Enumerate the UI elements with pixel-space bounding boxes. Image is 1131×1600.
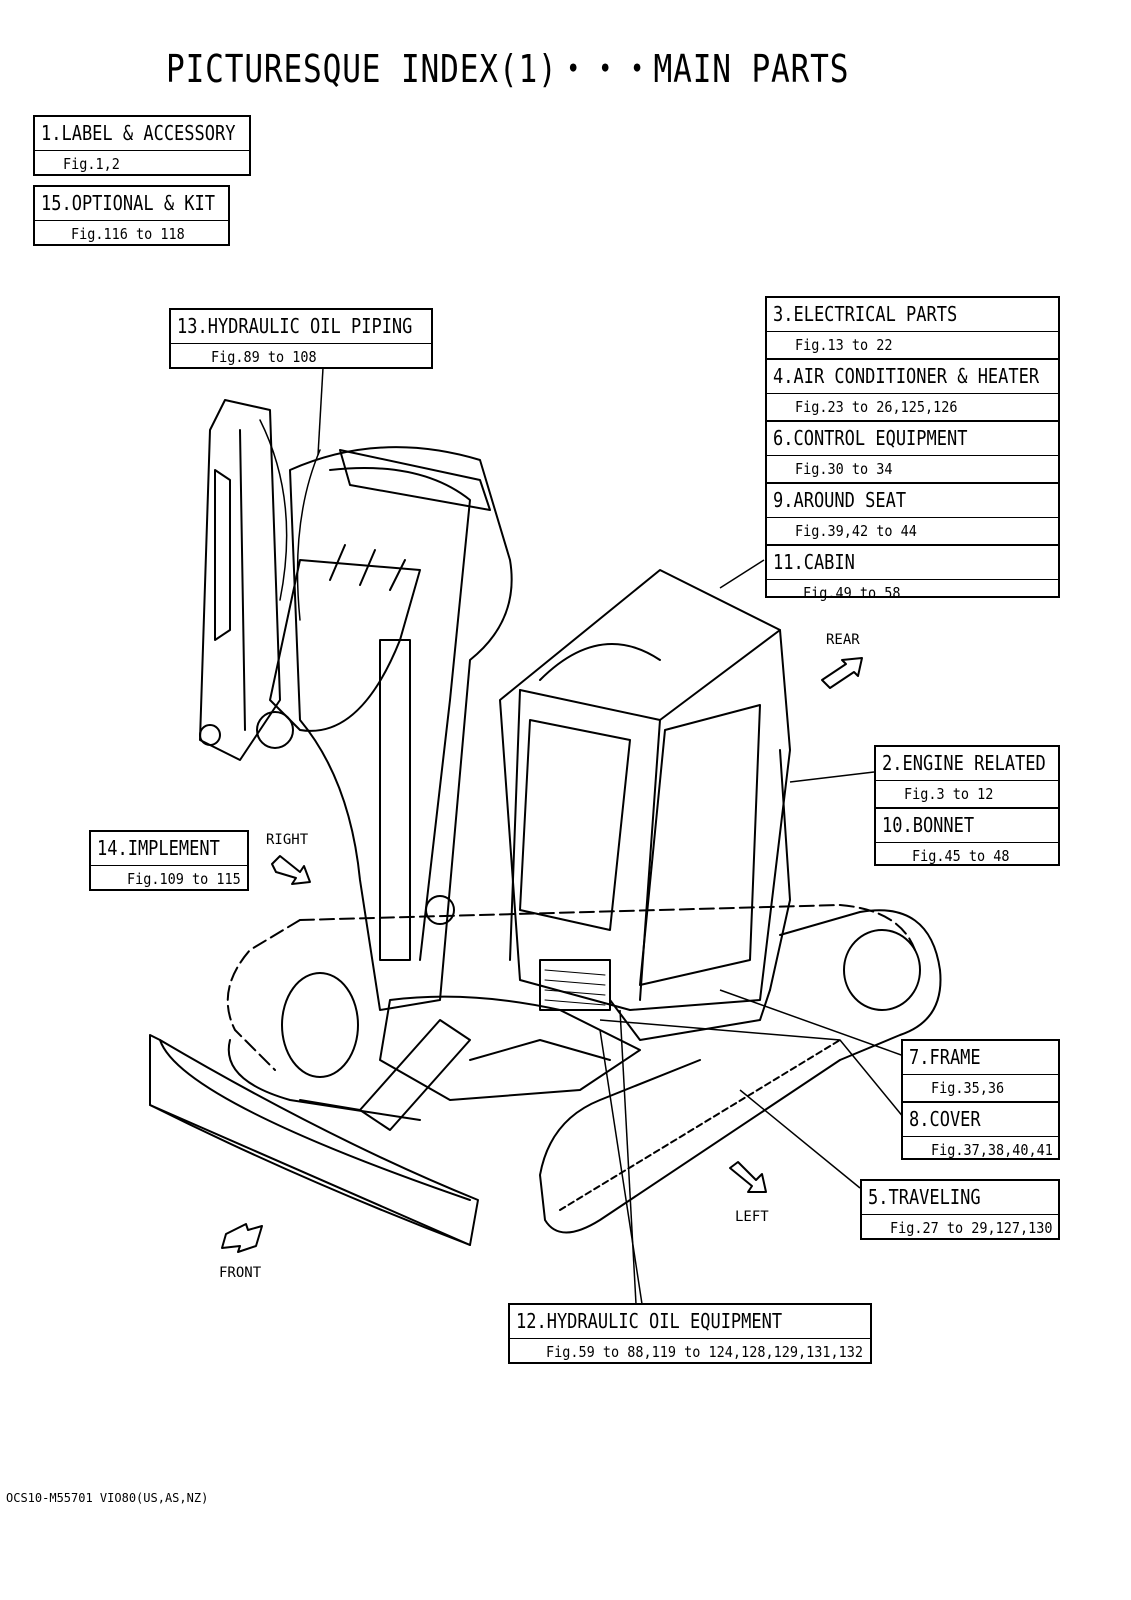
rear-arrow-icon	[821, 657, 863, 689]
engine-related-figs: Fig.3 to 12	[904, 785, 994, 803]
bonnet-entry[interactable]: 10.BONNET Fig.45 to 48	[876, 807, 1058, 869]
bonnet-figs: Fig.45 to 48	[912, 847, 1010, 865]
around-seat-entry[interactable]: 9.AROUND SEAT Fig.39,42 to 44	[767, 482, 1058, 544]
engine-bonnet-group: 2.ENGINE RELATED Fig.3 to 12 10.BONNET F…	[874, 745, 1060, 866]
air-conditioner-figs: Fig.23 to 26,125,126	[795, 398, 958, 416]
hydraulic-oil-piping-title: 13.HYDRAULIC OIL PIPING	[177, 314, 413, 338]
air-conditioner-title: 4.AIR CONDITIONER & HEATER	[773, 364, 1040, 388]
air-conditioner-entry[interactable]: 4.AIR CONDITIONER & HEATER Fig.23 to 26,…	[767, 358, 1058, 420]
frame-entry[interactable]: 7.FRAME Fig.35,36	[903, 1041, 1058, 1101]
traveling-title: 5.TRAVELING	[868, 1185, 981, 1209]
implement-title: 14.IMPLEMENT	[97, 836, 220, 860]
hydraulic-oil-equipment-title: 12.HYDRAULIC OIL EQUIPMENT	[516, 1309, 783, 1333]
hydraulic-oil-piping-figs: Fig.89 to 108	[211, 348, 317, 366]
frame-figs: Fig.35,36	[931, 1079, 1005, 1097]
front-arrow-icon	[221, 1223, 263, 1253]
front-label: FRONT	[219, 1265, 262, 1281]
right-label: RIGHT	[266, 832, 309, 848]
traveling-figs: Fig.27 to 29,127,130	[890, 1219, 1053, 1237]
frame-cover-group: 7.FRAME Fig.35,36 8.COVER Fig.37,38,40,4…	[901, 1039, 1060, 1160]
optional-kit-title: 15.OPTIONAL & KIT	[41, 191, 215, 215]
control-equipment-figs: Fig.30 to 34	[795, 460, 893, 478]
document-code: OCS10-M55701 VIO80(US,AS,NZ)	[6, 1491, 209, 1505]
page-title: PICTURESQUE INDEX(1)・・・MAIN PARTS	[166, 47, 850, 91]
optional-kit-figs: Fig.116 to 118	[71, 225, 185, 243]
engine-related-title: 2.ENGINE RELATED	[882, 751, 1046, 775]
traveling-box[interactable]: 5.TRAVELING Fig.27 to 29,127,130	[860, 1179, 1060, 1240]
cabin-entry[interactable]: 11.CABIN Fig.49 to 58	[767, 544, 1058, 606]
around-seat-figs: Fig.39,42 to 44	[795, 522, 917, 540]
left-arrow-icon	[729, 1161, 767, 1193]
hydraulic-oil-piping-box[interactable]: 13.HYDRAULIC OIL PIPING Fig.89 to 108	[169, 308, 433, 369]
cabin-title: 11.CABIN	[773, 550, 855, 574]
cover-entry[interactable]: 8.COVER Fig.37,38,40,41	[903, 1101, 1058, 1163]
control-equipment-entry[interactable]: 6.CONTROL EQUIPMENT Fig.30 to 34	[767, 420, 1058, 482]
bonnet-title: 10.BONNET	[882, 813, 975, 837]
hydraulic-oil-equipment-figs: Fig.59 to 88,119 to 124,128,129,131,132	[546, 1343, 863, 1361]
frame-title: 7.FRAME	[909, 1045, 981, 1069]
implement-figs: Fig.109 to 115	[127, 870, 241, 888]
label-accessory-title: 1.LABEL & ACCESSORY	[41, 121, 236, 145]
label-accessory-box[interactable]: 1.LABEL & ACCESSORY Fig.1,2	[33, 115, 251, 176]
optional-kit-box[interactable]: 15.OPTIONAL & KIT Fig.116 to 118	[33, 185, 230, 246]
left-label: LEFT	[735, 1209, 769, 1225]
hydraulic-oil-equipment-box[interactable]: 12.HYDRAULIC OIL EQUIPMENT Fig.59 to 88,…	[508, 1303, 872, 1364]
electrical-parts-title: 3.ELECTRICAL PARTS	[773, 302, 958, 326]
rear-label: REAR	[826, 632, 860, 648]
cover-title: 8.COVER	[909, 1107, 981, 1131]
right-arrow-icon	[271, 855, 311, 885]
control-equipment-title: 6.CONTROL EQUIPMENT	[773, 426, 968, 450]
electrical-parts-entry[interactable]: 3.ELECTRICAL PARTS Fig.13 to 22	[767, 298, 1058, 358]
cover-figs: Fig.37,38,40,41	[931, 1141, 1053, 1159]
engine-related-entry[interactable]: 2.ENGINE RELATED Fig.3 to 12	[876, 747, 1058, 807]
label-accessory-figs: Fig.1,2	[63, 155, 120, 173]
around-seat-title: 9.AROUND SEAT	[773, 488, 907, 512]
electrical-parts-figs: Fig.13 to 22	[795, 336, 893, 354]
cabin-figs: Fig.49 to 58	[803, 584, 901, 602]
implement-box[interactable]: 14.IMPLEMENT Fig.109 to 115	[89, 830, 249, 891]
right-upper-group: 3.ELECTRICAL PARTS Fig.13 to 22 4.AIR CO…	[765, 296, 1060, 602]
